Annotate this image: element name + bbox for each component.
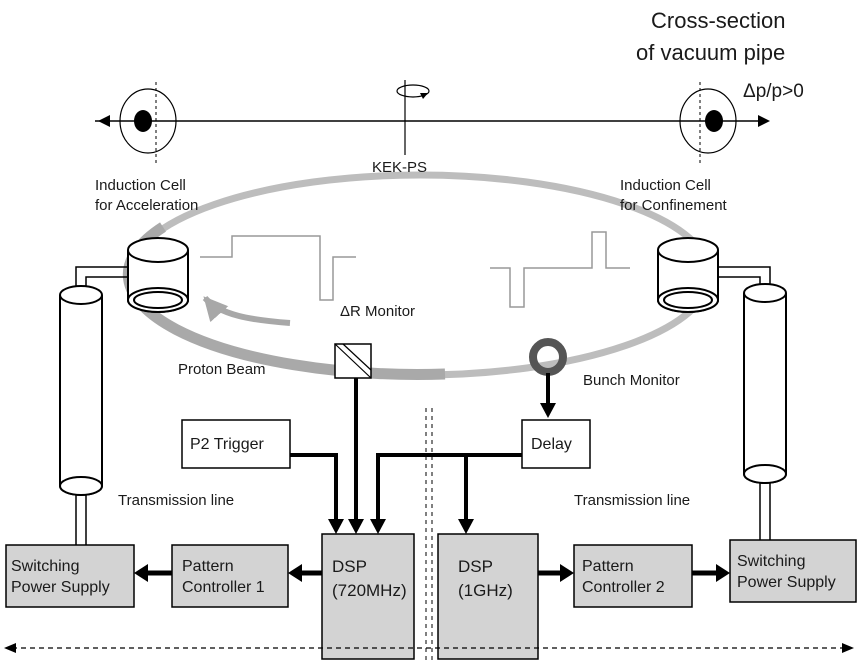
- pattern-controller-1: Pattern Controller 1: [171, 544, 289, 608]
- proton-beam-label: Proton Beam: [178, 361, 266, 378]
- delay-label: Delay: [531, 436, 572, 453]
- bunch-monitor-icon: [529, 338, 567, 376]
- acceleration-cell-label-line2: for Acceleration: [95, 197, 198, 214]
- cross-section-right: [679, 82, 737, 165]
- center-divider: [425, 408, 433, 661]
- cross-section-label-line1: Cross-section: [651, 8, 785, 33]
- dr-monitor-icon: [334, 343, 372, 379]
- pattern1-label-line2: Controller 1: [182, 579, 265, 596]
- sps-left-label-line2: Power Supply: [11, 579, 110, 596]
- dsp-1ghz: DSP (1GHz): [437, 533, 539, 660]
- p2-trigger-box: P2 Trigger: [181, 419, 291, 469]
- transmission-line-left-label: Transmission line: [118, 492, 234, 509]
- pattern1-label-line1: Pattern: [182, 558, 234, 575]
- confinement-cell-label-line2: for Confinement: [620, 197, 728, 214]
- signal-lines: [134, 373, 730, 582]
- acceleration-cell-label-line1: Induction Cell: [95, 177, 186, 194]
- dr-monitor-label: ΔR Monitor: [340, 303, 415, 320]
- dsp-left-label-line1: DSP: [332, 557, 367, 576]
- transmission-line-right: [718, 266, 787, 540]
- rotation-axis: [396, 80, 430, 155]
- sps-right-label-line2: Power Supply: [737, 574, 836, 591]
- proton-beam-arrow: [202, 295, 291, 326]
- beam-axis: [95, 115, 770, 127]
- transmission-line-right-label: Transmission line: [574, 492, 690, 509]
- ring-name-label: KEK-PS: [372, 159, 427, 176]
- confinement-cell-label-line1: Induction Cell: [620, 177, 711, 194]
- bottom-extent-arrow: [4, 643, 854, 653]
- induction-cell-acceleration: [127, 237, 189, 313]
- sps-right-label-line1: Switching: [737, 553, 805, 570]
- dsp-left-label-line2: (720MHz): [332, 581, 407, 600]
- pattern2-label-line1: Pattern: [582, 558, 634, 575]
- dsp-720mhz: DSP (720MHz): [321, 533, 415, 660]
- induction-cell-confinement: [657, 237, 719, 313]
- confinement-waveform: [490, 231, 630, 308]
- dsp-right-label-line1: DSP: [458, 557, 493, 576]
- switching-power-supply-left: Switching Power Supply: [5, 544, 135, 608]
- bunch-monitor-label: Bunch Monitor: [583, 372, 680, 389]
- dsp-right-label-line2: (1GHz): [458, 581, 513, 600]
- sps-left-label-line1: Switching: [11, 558, 79, 575]
- pattern-controller-2: Pattern Controller 2: [573, 544, 693, 608]
- acceleration-waveform: [200, 235, 356, 301]
- switching-power-supply-right: Switching Power Supply: [729, 539, 857, 603]
- momentum-label: Δp/p>0: [743, 81, 804, 102]
- pattern2-label-line2: Controller 2: [582, 579, 665, 596]
- cross-section-left: [119, 82, 177, 165]
- cross-section-label-line2: of vacuum pipe: [636, 40, 785, 65]
- p2-trigger-label: P2 Trigger: [190, 436, 264, 453]
- transmission-line-left: [59, 266, 128, 545]
- delay-box: Delay: [521, 419, 591, 469]
